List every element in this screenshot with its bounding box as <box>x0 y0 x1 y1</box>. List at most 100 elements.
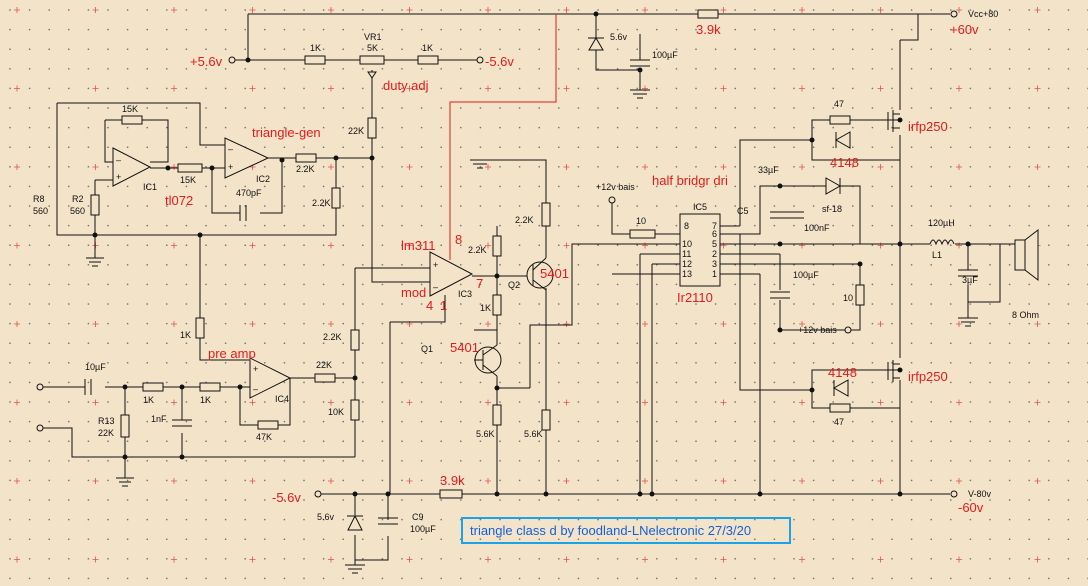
capacitor-c9 <box>378 517 398 525</box>
svg-text:1K: 1K <box>422 43 433 53</box>
svg-text:13: 13 <box>682 269 692 279</box>
svg-text:12: 12 <box>682 259 692 269</box>
label-ir2110: Ir2110 <box>677 290 713 305</box>
resistor-15k-mid <box>177 163 203 173</box>
opamp-ic2 <box>224 137 270 179</box>
resistor-2k2-q2a <box>492 235 502 257</box>
svg-text:10: 10 <box>682 239 692 249</box>
mosfet-irfp250-top <box>880 110 900 132</box>
label-3k9-top: 3.9k <box>696 22 721 37</box>
svg-text:IC1: IC1 <box>143 182 157 192</box>
resistor-10-in <box>629 229 656 239</box>
inductor-l1 <box>929 239 955 246</box>
pot-wiper-arrow <box>367 71 377 79</box>
svg-text:10: 10 <box>636 216 646 226</box>
svg-text:C9: C9 <box>412 512 424 522</box>
svg-text:L1: L1 <box>932 250 942 260</box>
resistor-2k2-q2b <box>541 202 551 227</box>
svg-text:10µF: 10µF <box>85 362 106 372</box>
resistor-47k <box>257 420 279 430</box>
resistor-2k2-a <box>295 153 317 163</box>
resistor-1k-b <box>417 55 439 65</box>
svg-text:8 Ohm: 8 Ohm <box>1012 310 1039 320</box>
svg-text:IC5: IC5 <box>693 202 707 212</box>
svg-text:3µF: 3µF <box>962 275 978 285</box>
svg-text:1K: 1K <box>310 43 321 53</box>
capacitor-100n <box>784 211 804 219</box>
diode-4148-bot <box>832 379 849 397</box>
title-block: triangle class d by foodland-LNelectroni… <box>461 517 791 544</box>
wires <box>40 13 1015 565</box>
label-q1-type: 5401 <box>450 340 479 355</box>
comparator-ic3 <box>429 251 474 297</box>
component-labels: Vcc+80 V-80v 1K VR1 5K 1K 22K 15K 15K IC… <box>33 9 1039 534</box>
label-triangle-gen: triangle-gen <box>252 125 321 140</box>
svg-text:120µH: 120µH <box>928 218 955 228</box>
ic-ir2110 <box>679 213 721 287</box>
svg-text:1K: 1K <box>480 303 491 313</box>
resistor-r13 <box>120 414 130 438</box>
svg-text:6: 6 <box>712 229 717 239</box>
svg-text:8: 8 <box>684 221 689 231</box>
resistor-10k <box>350 399 360 421</box>
label-lm311: lm311 <box>401 238 435 253</box>
svg-text:100nF: 100nF <box>804 223 830 233</box>
svg-text:47: 47 <box>834 417 844 427</box>
resistor-15k-top <box>121 115 143 125</box>
resistor-1k-in1 <box>142 382 164 392</box>
schematic-title: triangle class d by foodland-LNelectroni… <box>470 523 751 538</box>
svg-text:IC2: IC2 <box>256 174 270 184</box>
svg-text:2.2K: 2.2K <box>296 164 315 174</box>
resistor-10-mid <box>855 284 865 306</box>
label-d-bottom: 4148 <box>828 365 857 380</box>
label-3k9-bot: 3.9k <box>440 473 465 488</box>
svg-text:1K: 1K <box>143 395 154 405</box>
svg-text:sf-18: sf-18 <box>822 204 842 214</box>
svg-text:1K: 1K <box>200 395 211 405</box>
speaker <box>1014 228 1039 282</box>
svg-text:Vcc+80: Vcc+80 <box>968 9 998 19</box>
svg-text:1nF: 1nF <box>151 414 167 424</box>
svg-text:Q2: Q2 <box>508 280 520 290</box>
svg-text:11: 11 <box>682 249 691 259</box>
svg-text:2.2K: 2.2K <box>312 198 331 208</box>
capacitor-100u-mid <box>770 291 790 299</box>
opamps: –+ –+ +– +– <box>112 137 474 399</box>
svg-text:5: 5 <box>712 239 717 249</box>
label-neg-rail: -60v <box>958 500 984 515</box>
opamp-ic4 <box>249 357 292 399</box>
svg-text:–: – <box>116 155 121 165</box>
svg-text:15K: 15K <box>180 175 196 185</box>
label-irfp-bottom: irfp250 <box>908 369 948 384</box>
terminals <box>36 10 958 498</box>
svg-text:10: 10 <box>843 293 853 303</box>
svg-text:VR1: VR1 <box>364 32 382 42</box>
svg-text:R2: R2 <box>72 194 84 204</box>
svg-text:IC4: IC4 <box>275 394 289 404</box>
svg-text:Q1: Q1 <box>421 344 433 354</box>
resistor-22k <box>367 117 377 139</box>
diode-4148-top <box>834 131 851 149</box>
label-mod: mod <box>401 285 426 300</box>
capacitor-470p <box>239 205 247 221</box>
svg-text:22K: 22K <box>348 126 364 136</box>
svg-text:R13: R13 <box>98 416 115 426</box>
svg-text:+: + <box>228 162 233 172</box>
capacitor-1n <box>172 419 192 427</box>
svg-text:7: 7 <box>712 221 717 231</box>
svg-text:5.6v: 5.6v <box>610 32 628 42</box>
transistors <box>474 110 900 388</box>
capacitors <box>84 59 978 525</box>
svg-text:3: 3 <box>712 259 717 269</box>
capacitor-100u-top <box>630 59 650 67</box>
svg-text:560: 560 <box>33 206 48 216</box>
label-pin1: 1 <box>440 298 447 313</box>
diodes <box>347 37 851 531</box>
resistors <box>90 9 865 499</box>
svg-text:5.6v: 5.6v <box>317 512 335 522</box>
label-pin7: 7 <box>476 276 483 291</box>
svg-text:2.2K: 2.2K <box>323 332 342 342</box>
svg-text:+: + <box>253 364 258 374</box>
svg-text:100µF: 100µF <box>793 270 819 280</box>
label-duty-adj: duty adj <box>383 78 429 93</box>
